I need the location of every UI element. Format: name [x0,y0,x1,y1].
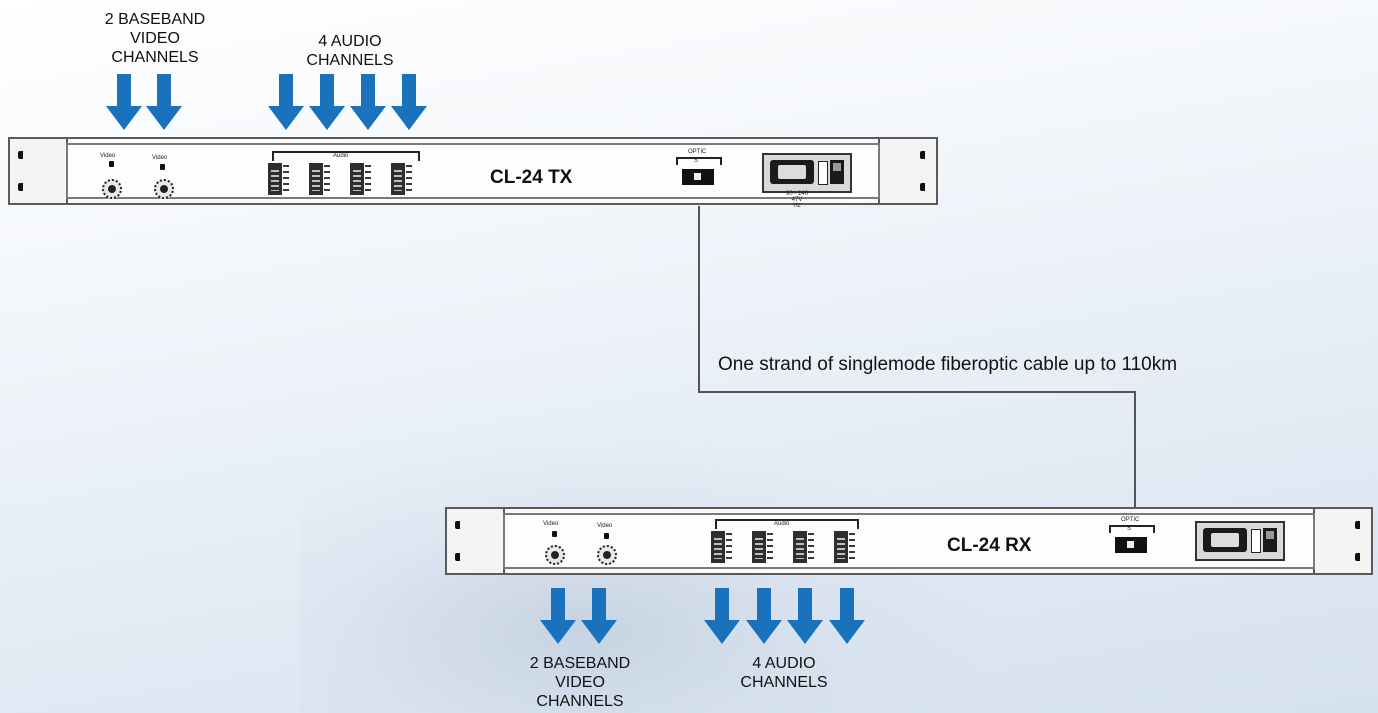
bnc-connector-icon[interactable] [154,179,174,199]
mount-hole-icon [455,521,460,529]
tx-front-panel: Video Video Audio CL-24 TX OPTIC S 90 - … [66,143,880,209]
tx-unit: Video Video Audio CL-24 TX OPTIC S 90 - … [8,137,938,209]
rx-audio-channels-label: 4 AUDIO CHANNELS [740,655,828,691]
power-inlet-icon [762,153,852,193]
terminal-block-icon[interactable] [793,531,815,563]
tx-video-2-label: Video [152,155,168,161]
optic-bracket [676,157,722,165]
arrow-down-icon [146,74,182,130]
iec-socket-icon[interactable] [1203,528,1247,552]
audio-bracket [715,519,859,529]
arrow-down-icon [787,588,823,644]
arrow-down-icon [391,74,427,130]
tx-audio-channels-label: 4 AUDIO CHANNELS [306,33,394,69]
bnc-led-icon [109,161,114,167]
rx-optic-label: OPTIC [1121,517,1140,523]
mount-hole-icon [1355,553,1360,561]
arrow-down-icon [704,588,740,644]
iec-socket-icon[interactable] [770,160,814,184]
rx-left-rack-ear [447,509,505,573]
terminal-block-icon[interactable] [391,163,413,195]
terminal-block-icon[interactable] [309,163,331,195]
tx-model-name: CL-24 TX [490,167,573,188]
tx-video-channels-label: 2 BASEBAND VIDEO CHANNELS [104,11,206,66]
arrow-down-icon [746,588,782,644]
rx-model-name: CL-24 RX [947,535,1032,556]
power-switch-icon[interactable] [1263,528,1277,552]
bnc-connector-icon[interactable] [597,545,617,565]
mount-hole-icon [1355,521,1360,529]
fuse-icon [1251,529,1261,553]
fiber-cable-caption: One strand of singlemode fiberoptic cabl… [718,354,1178,375]
arrow-down-icon [350,74,386,130]
terminal-block-icon[interactable] [752,531,774,563]
arrow-down-icon [581,588,617,644]
rx-video-1-label: Video [543,521,559,527]
tx-power-rating: 90 - 240 47V Hz [786,191,809,209]
mount-hole-icon [455,553,460,561]
rx-video-2-label: Video [597,523,613,529]
rx-video-channels-label: 2 BASEBAND VIDEO CHANNELS [529,655,631,710]
tx-optic-label: OPTIC [688,149,707,155]
arrow-down-icon [540,588,576,644]
terminal-block-icon[interactable] [350,163,372,195]
optic-bracket [1109,525,1155,533]
rx-audio-label: Audio [771,521,793,527]
tx-audio-label: Audio [330,153,352,159]
tx-left-rack-ear [10,139,68,203]
audio-bracket [272,151,420,161]
arrow-down-icon [268,74,304,130]
rx-optic-sub: S [1127,526,1132,532]
rx-front-panel: Video Video Audio CL-24 RX OPTIC S [503,513,1315,569]
bnc-connector-icon[interactable] [102,179,122,199]
bnc-led-icon [604,533,609,539]
mount-hole-icon [18,183,23,191]
mount-hole-icon [920,183,925,191]
optic-port-icon[interactable] [1115,537,1147,553]
tx-right-rack-ear [878,139,936,203]
rx-unit: Video Video Audio CL-24 RX OPTIC S [445,507,1373,575]
mount-hole-icon [920,151,925,159]
bnc-led-icon [160,164,165,170]
optic-port-icon[interactable] [682,169,714,185]
rx-right-rack-ear [1313,509,1371,573]
fuse-icon [818,161,828,185]
mount-hole-icon [18,151,23,159]
terminal-block-icon[interactable] [711,531,733,563]
arrow-down-icon [309,74,345,130]
power-switch-icon[interactable] [830,160,844,184]
arrow-down-icon [106,74,142,130]
power-inlet-icon [1195,521,1285,561]
tx-optic-sub: S [694,158,699,164]
terminal-block-icon[interactable] [268,163,290,195]
bnc-led-icon [552,531,557,537]
arrow-down-icon [829,588,865,644]
tx-video-1-label: Video [100,153,116,159]
terminal-block-icon[interactable] [834,531,856,563]
bnc-connector-icon[interactable] [545,545,565,565]
